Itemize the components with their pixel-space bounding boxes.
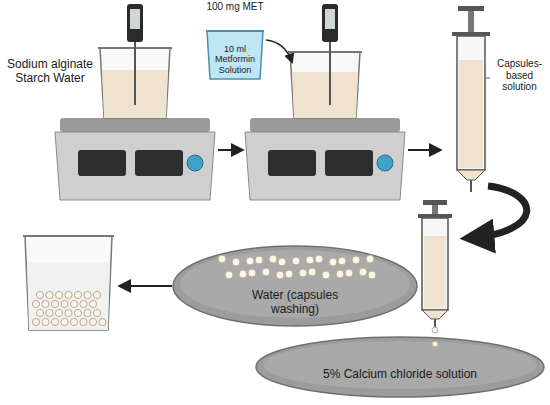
hotplate-stirrer <box>245 118 405 200</box>
thermometer <box>127 4 143 105</box>
node-text: 5% Calcium chloride solution <box>280 368 520 382</box>
pour-arrow <box>266 40 292 62</box>
dose-label: 100 mg MET <box>204 1 266 13</box>
syringe <box>418 200 452 328</box>
node-text: 10 ml Metformin Solution <box>210 44 260 75</box>
flow-arrow <box>218 149 242 151</box>
hotplate-stirrer <box>55 118 215 200</box>
calcium-chloride-dish: 5% Calcium chloride solution <box>255 336 545 398</box>
washing-dish: Water (capsules washing) <box>172 245 418 327</box>
metformin-beaker: 10 ml Metformin Solution <box>206 30 264 80</box>
syringe-label: Capsules-based solution <box>491 58 548 93</box>
beaker <box>288 52 362 118</box>
flow-arrow <box>408 149 440 151</box>
node-text: Water (capsules washing) <box>230 289 360 317</box>
flow-arrow <box>470 186 527 238</box>
petri-dish <box>255 336 545 398</box>
thermometer <box>322 4 338 105</box>
beaker-with-capsules <box>23 236 114 330</box>
syringe <box>452 6 490 192</box>
flow-arrow <box>120 285 172 287</box>
ingredient-label: Sodium alginate Starch Water <box>2 58 98 86</box>
